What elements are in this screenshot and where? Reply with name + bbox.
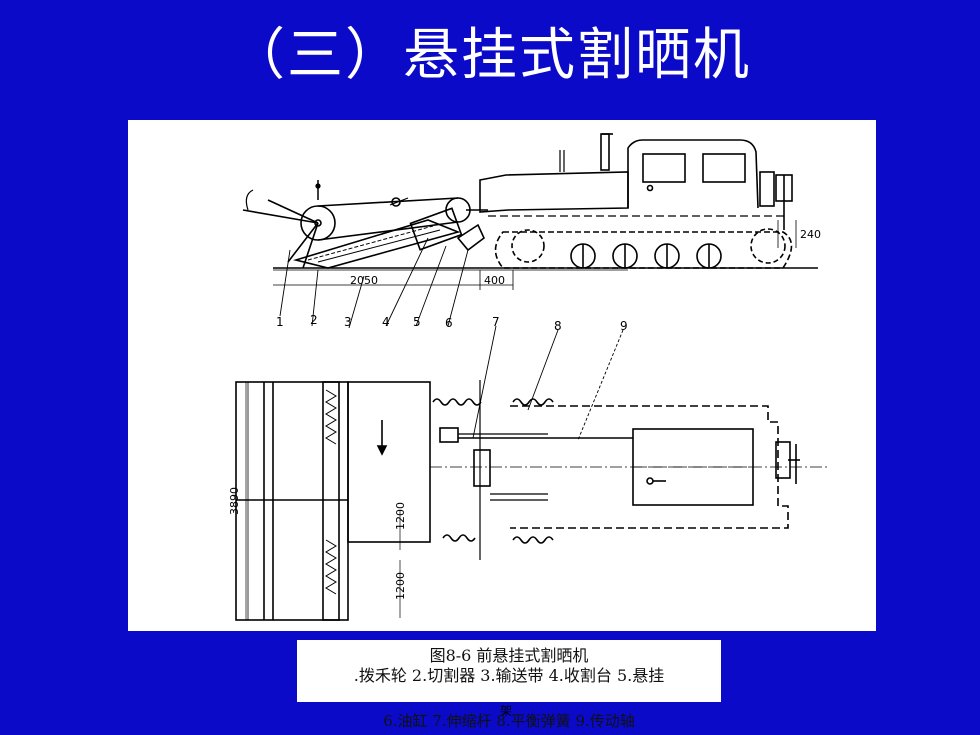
tractor-plan-frame: [510, 405, 789, 529]
callout-7: 7: [492, 315, 500, 329]
balance-spring-top: [432, 398, 482, 406]
track-frame: [494, 231, 793, 269]
machine-diagram-figure: 2050 400 240 3890 1200 1200 1 2 3 4 5 6 …: [128, 120, 876, 631]
dim-1200-upper: 1200: [394, 502, 407, 530]
callout-5: 5: [413, 315, 421, 329]
rear-tank: [759, 171, 775, 207]
figure-caption-box: 图8-6 前悬挂式割晒机 .拨禾轮 2.切割器 3.输送带 4.收割台 5.悬挂: [297, 640, 721, 702]
callout-3: 3: [344, 315, 352, 329]
tractor-hood: [479, 171, 629, 213]
hydraulic-cylinder: [456, 223, 485, 252]
drive-sprocket: [750, 228, 786, 264]
balance-spring-bottom: [442, 534, 476, 542]
caption-legend-line-1: .拨禾轮 2.切割器 3.输送带 4.收割台 5.悬挂: [353, 666, 665, 685]
dim-240: 240: [800, 228, 821, 241]
callout-8: 8: [554, 319, 562, 333]
header-platform: [292, 219, 461, 269]
caption-legend-line-2: 6.油缸 7.伸缩杆 8.平衡弹簧 9.传动轴: [383, 712, 635, 730]
front-idler-wheel: [511, 229, 545, 263]
telescopic-rod: [473, 449, 491, 487]
cab-window-left: [642, 153, 686, 183]
dim-2050: 2050: [350, 274, 378, 287]
exhaust-pipe: [600, 133, 610, 171]
harvest-table: [409, 207, 463, 251]
callout-6: 6: [445, 316, 453, 330]
caption-title: 图8-6 前悬挂式割晒机: [429, 646, 589, 665]
callout-4: 4: [382, 315, 390, 329]
dim-3890: 3890: [228, 487, 241, 515]
tractor-cab: [627, 139, 759, 209]
balance-spring-bottom-2: [512, 536, 554, 544]
balance-spring-top-2: [512, 398, 554, 406]
callout-1: 1: [276, 315, 284, 329]
cutter-bar: [322, 381, 340, 621]
dim-400: 400: [484, 274, 505, 287]
slide-title: （三）悬挂式割晒机: [229, 23, 751, 88]
callout-9: 9: [620, 319, 628, 333]
cab-window-right: [702, 153, 746, 183]
callout-2: 2: [310, 313, 318, 327]
dim-1200-lower: 1200: [394, 572, 407, 600]
conveyor-belt: [347, 381, 431, 543]
caption-legend-wrap: 架: [500, 704, 513, 718]
technical-drawing: 2050 400 240 3890 1200 1200 1 2 3 4 5 6 …: [228, 133, 828, 621]
